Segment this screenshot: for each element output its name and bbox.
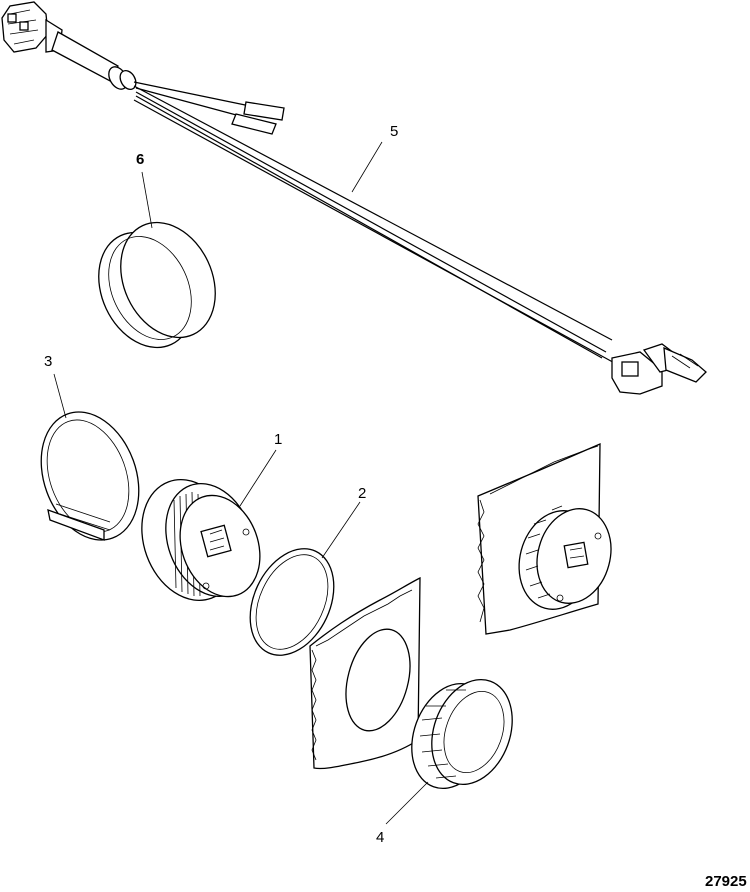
dash-panel-cutout (309, 576, 421, 770)
callout-4: 4 (376, 829, 384, 846)
callout-3: 3 (44, 353, 52, 370)
locking-nut (411, 678, 513, 790)
trim-ring-band (98, 221, 216, 349)
assembled-view (477, 443, 612, 635)
figure-number: 27925 (705, 873, 747, 890)
callout-5: 5 (390, 123, 398, 140)
harness-right-connectors (611, 343, 707, 395)
leader-1 (239, 449, 277, 507)
callout-1: 1 (274, 431, 282, 448)
leader-5 (351, 141, 383, 193)
callout-2: 2 (358, 485, 366, 502)
callout-6: 6 (136, 151, 144, 168)
callout-leaders (53, 141, 429, 825)
gauge-body (141, 479, 261, 601)
wiring-harness (1, 1, 707, 395)
leader-3 (53, 373, 67, 419)
front-bezel (40, 411, 140, 541)
leader-4 (385, 781, 429, 825)
harness-left-connector (1, 1, 63, 53)
leader-2 (321, 501, 361, 559)
gasket-ring (249, 548, 335, 656)
leader-6 (141, 171, 153, 229)
